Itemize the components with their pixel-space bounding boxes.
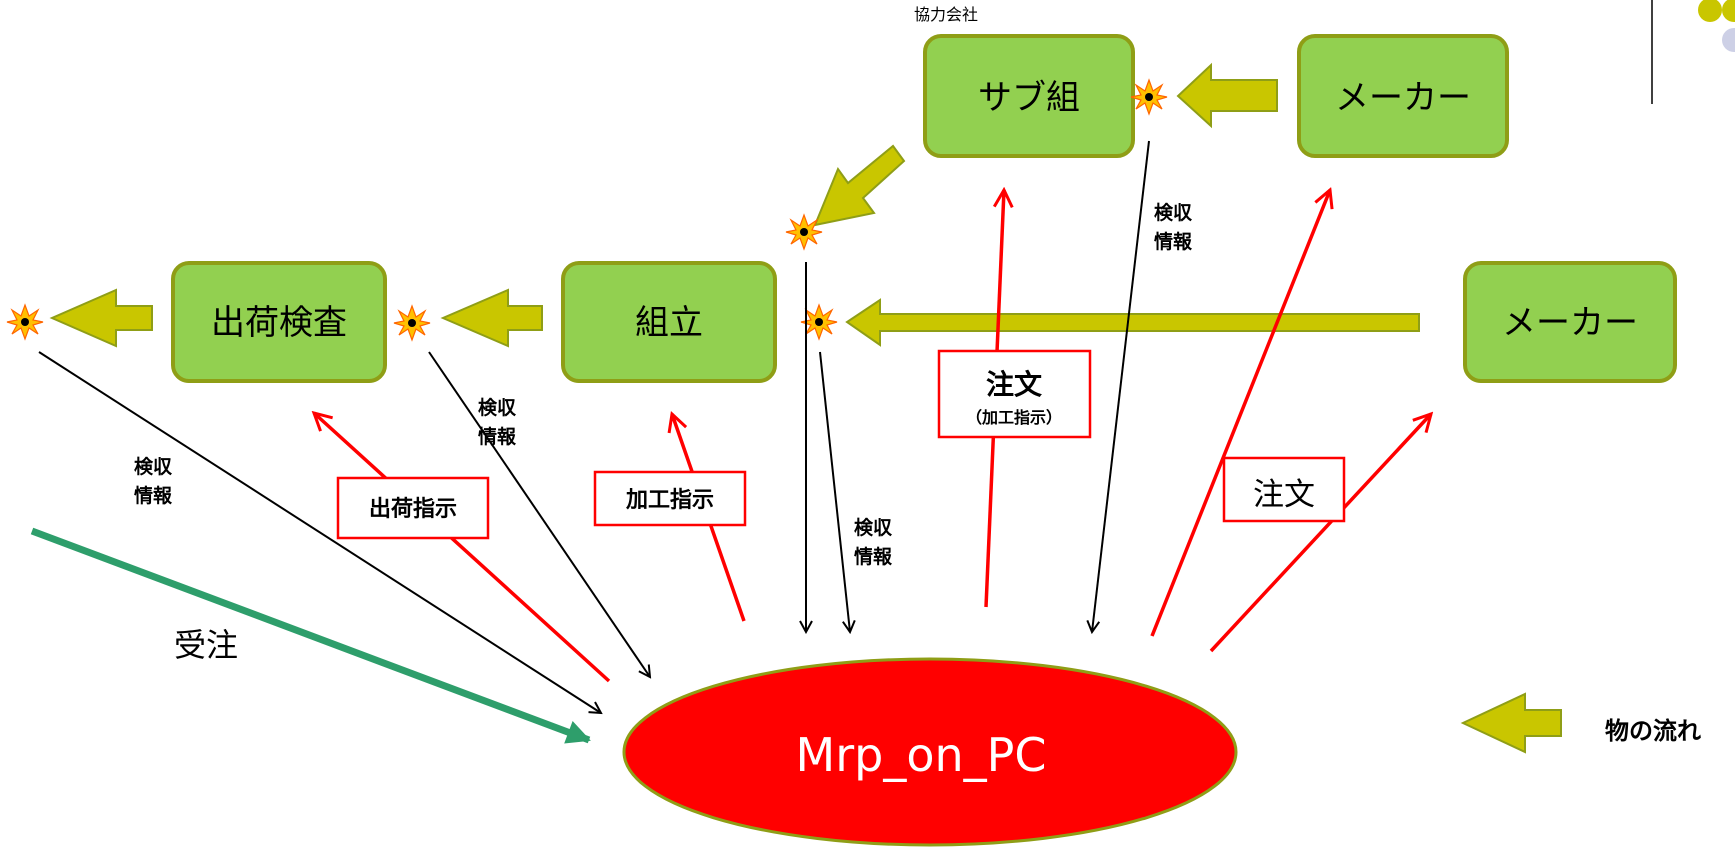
- star-shipping-exit: [6, 304, 44, 340]
- inspection-info-line1: 検収: [134, 455, 173, 478]
- order-maker-right-arrow: [1209, 414, 1431, 653]
- shipping-instruction-arrow: [314, 413, 611, 683]
- corner-decoration: [1651, 0, 1735, 104]
- maker-right-box: メーカー: [1463, 261, 1677, 383]
- flow-arrow-assembly-to-shipping: [440, 288, 543, 348]
- order-text: 注文: [1253, 477, 1315, 513]
- order-received-arrow: [30, 527, 591, 744]
- flow-arrow-shipping-out: [49, 288, 153, 348]
- assembly-label: 組立: [635, 303, 703, 343]
- star-shipping-entry: [393, 305, 431, 341]
- shipping-instruction-text: 出荷指示: [369, 497, 457, 522]
- sub-assembly-label: サブ組: [978, 78, 1080, 118]
- legend: 物の流れ: [1460, 692, 1701, 754]
- flow-arrow-maker-top-to-sub: [1176, 62, 1278, 129]
- inspection-arrow-shipping-exit: [38, 351, 601, 713]
- mrp-system-title: Mrp_on_PC: [796, 728, 1047, 782]
- inspection-info-line1: 検収: [478, 396, 517, 419]
- legend-flow-label: 物の流れ: [1605, 717, 1701, 745]
- inspection-info-line2: 情報: [854, 545, 893, 568]
- inspection-info-label-top: 検収 情報: [1154, 201, 1193, 253]
- sub-assembly-box: サブ組: [923, 34, 1135, 158]
- inspection-info-line2: 情報: [134, 484, 173, 507]
- inspection-arrow-shipping-entry: [428, 351, 650, 677]
- processing-instruction-text: 加工指示: [625, 488, 714, 513]
- maker-top-label: メーカー: [1335, 78, 1471, 118]
- flow-arrow-sub-to-assembly: [813, 144, 906, 227]
- assembly-box: 組立: [561, 261, 777, 383]
- inspection-arrow-assembly-entry: [819, 351, 850, 632]
- inspection-info-label-left: 検収 情報: [134, 455, 173, 507]
- order-maker-top-arrow: [1150, 190, 1330, 637]
- inspection-info-label-center: 検収 情報: [854, 516, 893, 568]
- star-sub-entry: [1130, 79, 1168, 115]
- order-processing-tag: 注文 （加工指示）: [937, 349, 1092, 439]
- order-received-label: 受注: [174, 626, 238, 664]
- inspection-arrow-sub-entry: [1092, 140, 1150, 632]
- inspection-info-line2: 情報: [478, 425, 517, 448]
- order-processing-sub-text: （加工指示）: [966, 408, 1062, 427]
- inspection-info-line1: 検収: [854, 516, 893, 539]
- shipping-inspection-box: 出荷検査: [171, 261, 387, 383]
- shipping-instruction-tag: 出荷指示: [336, 476, 490, 540]
- processing-instruction-tag: 加工指示: [593, 470, 747, 527]
- maker-top-box: メーカー: [1297, 34, 1509, 158]
- mrp-system-ellipse: Mrp_on_PC: [622, 657, 1238, 847]
- order-tag: 注文: [1222, 456, 1346, 523]
- flow-arrow-maker-right-to-assembly: [845, 298, 1420, 347]
- maker-right-label: メーカー: [1502, 303, 1638, 343]
- shipping-inspection-label: 出荷検査: [211, 303, 347, 343]
- inspection-info-line2: 情報: [1154, 230, 1193, 253]
- inspection-info-line1: 検収: [1154, 201, 1193, 224]
- partner-caption: 協力会社: [914, 5, 978, 24]
- order-processing-main-text: 注文: [986, 368, 1042, 401]
- star-sub-exit: [785, 214, 823, 250]
- legend-flow-arrow: [1460, 692, 1562, 754]
- inspection-info-label-mid-left: 検収 情報: [478, 396, 517, 448]
